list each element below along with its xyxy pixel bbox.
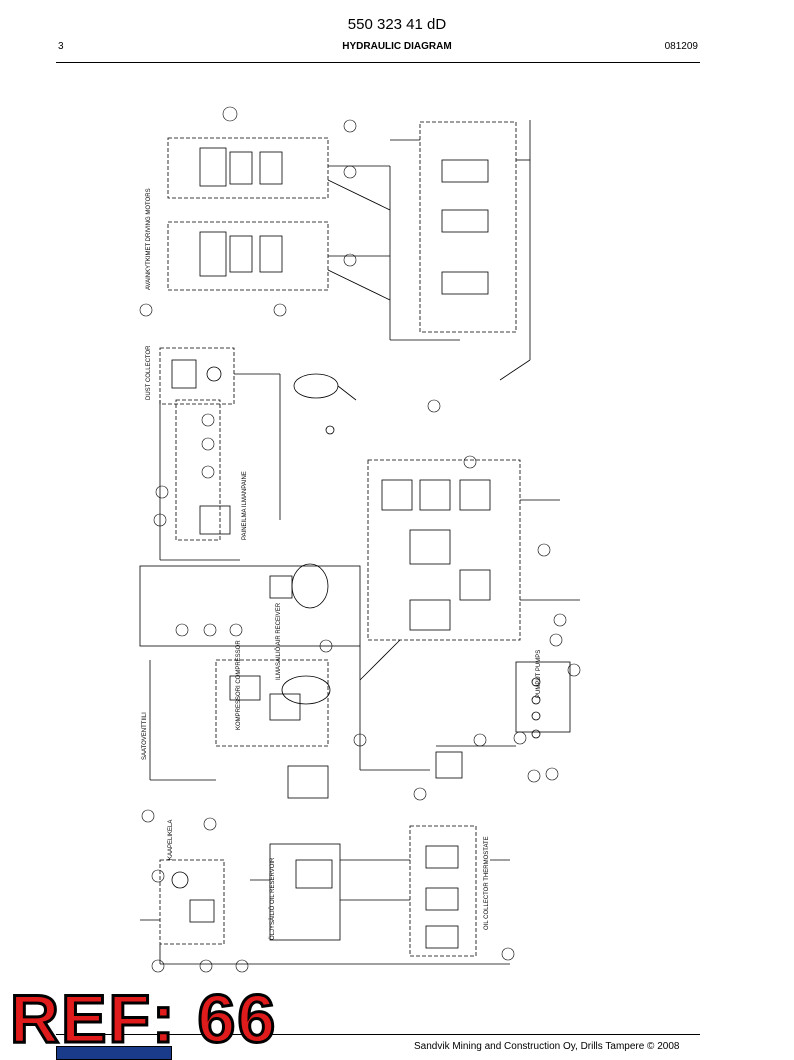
valve-bank-group xyxy=(389,120,531,381)
oil-reservoir-group xyxy=(250,825,510,957)
diagram-label: ILMASÄILIÖ AIR RECEIVER xyxy=(275,602,282,680)
footer-copyright: Sandvik Mining and Construction Oy, Dril… xyxy=(414,1041,680,1052)
diagram-label: OIL COLLECTOR THERMOSTATE xyxy=(484,836,490,930)
diagram-label: SAATOVENTTIILI xyxy=(142,712,148,760)
document-date: 081209 xyxy=(664,41,698,52)
diagram-label: PAINEILMA ILMANPAINE xyxy=(242,471,248,540)
diagram-label: DUST COLLECTOR xyxy=(146,345,152,400)
component-labels: AVAINKYTKIMET DRIVING MOTORS DUST COLLEC… xyxy=(142,188,542,940)
cable-reel-group xyxy=(140,859,510,965)
compressor-group xyxy=(149,659,331,799)
dust-collector-group xyxy=(159,347,280,405)
diagram-label: KOMPRESSORI COMPRESSOR xyxy=(236,640,242,730)
pumps-group xyxy=(435,661,571,779)
diagram-label: PUMPUT PUMPS xyxy=(536,650,542,698)
footer-rule xyxy=(56,1034,700,1035)
hydraulic-schematic: AVAINKYTKIMET DRIVING MOTORS DUST COLLEC… xyxy=(139,106,581,973)
page-title: HYDRAULIC DIAGRAM xyxy=(342,41,452,52)
flushing-valve-group xyxy=(159,399,240,561)
diagram-label: AVAINKYTKIMET DRIVING MOTORS xyxy=(146,188,152,290)
diagram-label: KAAPELIKELA xyxy=(168,820,174,860)
document-number: 550 323 41 dD xyxy=(347,16,447,33)
driving-motors-group xyxy=(167,137,391,301)
air-filter-group xyxy=(279,373,357,520)
ref-stamp: REF: 66 xyxy=(8,981,278,1057)
center-manifold-group xyxy=(359,459,580,681)
header-rule xyxy=(56,62,700,63)
page-number: 3 xyxy=(58,41,64,52)
air-receiver-group xyxy=(139,563,430,771)
callout-circles xyxy=(139,106,581,973)
diagram-label: ÖLJYSÄILIÖ OIL RESERVOIR xyxy=(269,857,276,940)
